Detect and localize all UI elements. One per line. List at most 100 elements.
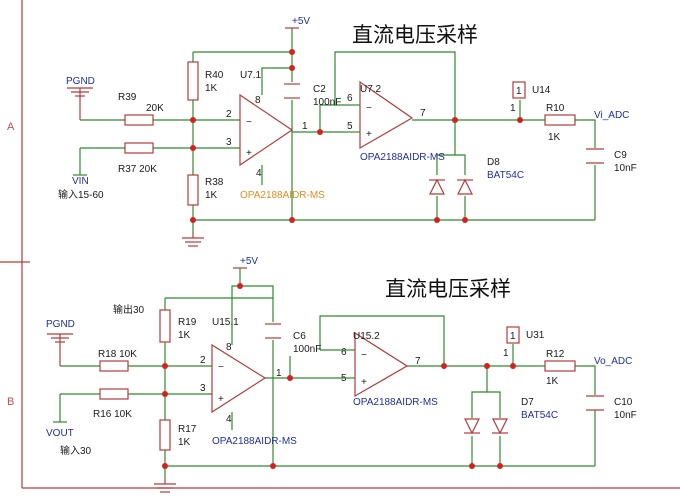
d8-value: BAT54C: [487, 170, 524, 181]
frame-row-a: A: [7, 121, 15, 133]
u7-1-pin8: 8: [255, 95, 261, 106]
u15-2-pin7: 7: [415, 356, 421, 367]
u7-1-pin2: 2: [226, 109, 232, 120]
resistor-r16: [99, 388, 129, 400]
u15-2-pin6: 6: [341, 347, 347, 358]
u15-1-pin3: 3: [200, 383, 206, 394]
r38-ref: R38: [205, 177, 224, 188]
u14-marker: 1: [516, 86, 522, 97]
u15-2-plus-sign: +: [361, 377, 367, 388]
r16-ref: R16 10K: [93, 409, 132, 420]
c9-ref: C9: [614, 150, 627, 161]
u15-1-pin1: 1: [276, 368, 282, 379]
u15-2-part: OPA2188AIDR-MS: [353, 397, 438, 408]
pgnd-label-1: PGND: [66, 76, 95, 87]
testpoint-u31: [506, 326, 520, 344]
capacitor-c10: [586, 395, 604, 411]
resistor-r39: [124, 114, 154, 126]
junctions-2: [162, 283, 516, 469]
r19-ref: R19: [178, 317, 197, 328]
capacitor-c2: [284, 83, 300, 99]
opamp-u15-1: [211, 343, 267, 414]
u31-ref: U31: [526, 330, 545, 341]
u7-2-pin7: 7: [420, 108, 426, 119]
u7-1-part: OPA2188AIDR-MS: [240, 190, 325, 201]
u7-1-pin1: 1: [302, 121, 308, 132]
u31-marker: 1: [510, 331, 516, 342]
d7-ref: D7: [521, 397, 534, 408]
circuit-2-title: 直流电压采样: [385, 277, 511, 301]
vout-label: VOUT: [46, 428, 74, 439]
supply-label-1: +5V: [292, 16, 310, 27]
circuit-2: 直流电压采样 PGND: [46, 256, 637, 493]
c9-value: 10nF: [614, 163, 637, 174]
u7-1-ref: U7.1: [240, 70, 262, 81]
opamp-u7-2: [359, 80, 414, 150]
r38-value: 1K: [205, 190, 218, 201]
opamp-u7-1: [239, 93, 294, 167]
u14-pin: 1: [510, 103, 516, 114]
u7-1-plus-sign: +: [246, 148, 252, 159]
opamp-u15-2: [354, 331, 409, 398]
pgnd-symbol-2: [47, 333, 73, 366]
c10-ref: C10: [614, 397, 633, 408]
resistor-r18: [99, 360, 129, 372]
u7-1-minus-sign: −: [246, 117, 252, 128]
input-note-2: 输入30: [60, 444, 92, 457]
r17-value: 1K: [178, 437, 191, 448]
r17-ref: R17: [178, 424, 197, 435]
u7-2-minus-sign: −: [366, 103, 372, 114]
u15-2-ref: U15.2: [353, 331, 380, 342]
c6-ref: C6: [293, 331, 306, 342]
net-vo-adc: Vo_ADC: [594, 356, 632, 367]
junctions-1: [190, 49, 523, 223]
supply-label-2: +5V: [240, 256, 258, 267]
frame-row-b: B: [7, 396, 14, 408]
r18-ref: R18 10K: [98, 349, 137, 360]
r10-value: 1K: [548, 132, 561, 143]
u15-1-minus-sign: −: [218, 362, 224, 373]
output-note: 输出30: [113, 303, 145, 316]
u7-2-pin6: 6: [347, 93, 353, 104]
r39-ref: R39: [118, 92, 137, 103]
pgnd-symbol-1: [67, 87, 93, 120]
drawing-frame: A B: [0, 0, 680, 489]
r40-value: 1K: [205, 83, 218, 94]
resistor-r12: [544, 360, 576, 372]
capacitor-c6: [265, 323, 281, 339]
diode-d8: [429, 178, 473, 195]
resistor-r19: [159, 309, 171, 343]
r37-ref: R37 20K: [118, 164, 157, 175]
u7-1-pin4: 4: [256, 168, 262, 179]
u31-pin: 1: [503, 348, 509, 359]
resistor-r37: [124, 142, 154, 154]
u7-2-plus-sign: +: [366, 129, 372, 140]
resistor-r17: [159, 419, 171, 451]
pgnd-label-2: PGND: [46, 319, 75, 330]
u15-1-pin4: 4: [226, 414, 232, 425]
circuit-1-title: 直流电压采样: [352, 23, 478, 47]
testpoint-u14: [512, 81, 526, 99]
vin-label: VIN: [72, 176, 89, 187]
net-vi-adc: Vi_ADC: [594, 110, 629, 121]
resistor-r10: [544, 114, 576, 126]
r39-value: 20K: [146, 103, 164, 114]
r40-ref: R40: [205, 70, 224, 81]
ground-symbol-2: [154, 478, 176, 493]
u7-1-pin3: 3: [226, 137, 232, 148]
r12-value: 1K: [546, 376, 559, 387]
u7-2-part: OPA2188AIDR-MS: [360, 152, 445, 163]
u15-1-ref: U15.1: [212, 317, 239, 328]
diode-d7: [464, 418, 508, 435]
c2-value: 100nF: [313, 97, 341, 108]
r10-ref: R10: [546, 103, 565, 114]
u15-1-pin2: 2: [200, 355, 206, 366]
u15-1-plus-sign: +: [218, 394, 224, 405]
r12-ref: R12: [546, 349, 565, 360]
r19-value: 1K: [178, 330, 191, 341]
resistor-r40: [187, 61, 199, 101]
u7-2-ref: U7.2: [360, 84, 382, 95]
c6-value: 100nF: [293, 344, 321, 355]
u15-1-part: OPA2188AIDR-MS: [212, 436, 297, 447]
